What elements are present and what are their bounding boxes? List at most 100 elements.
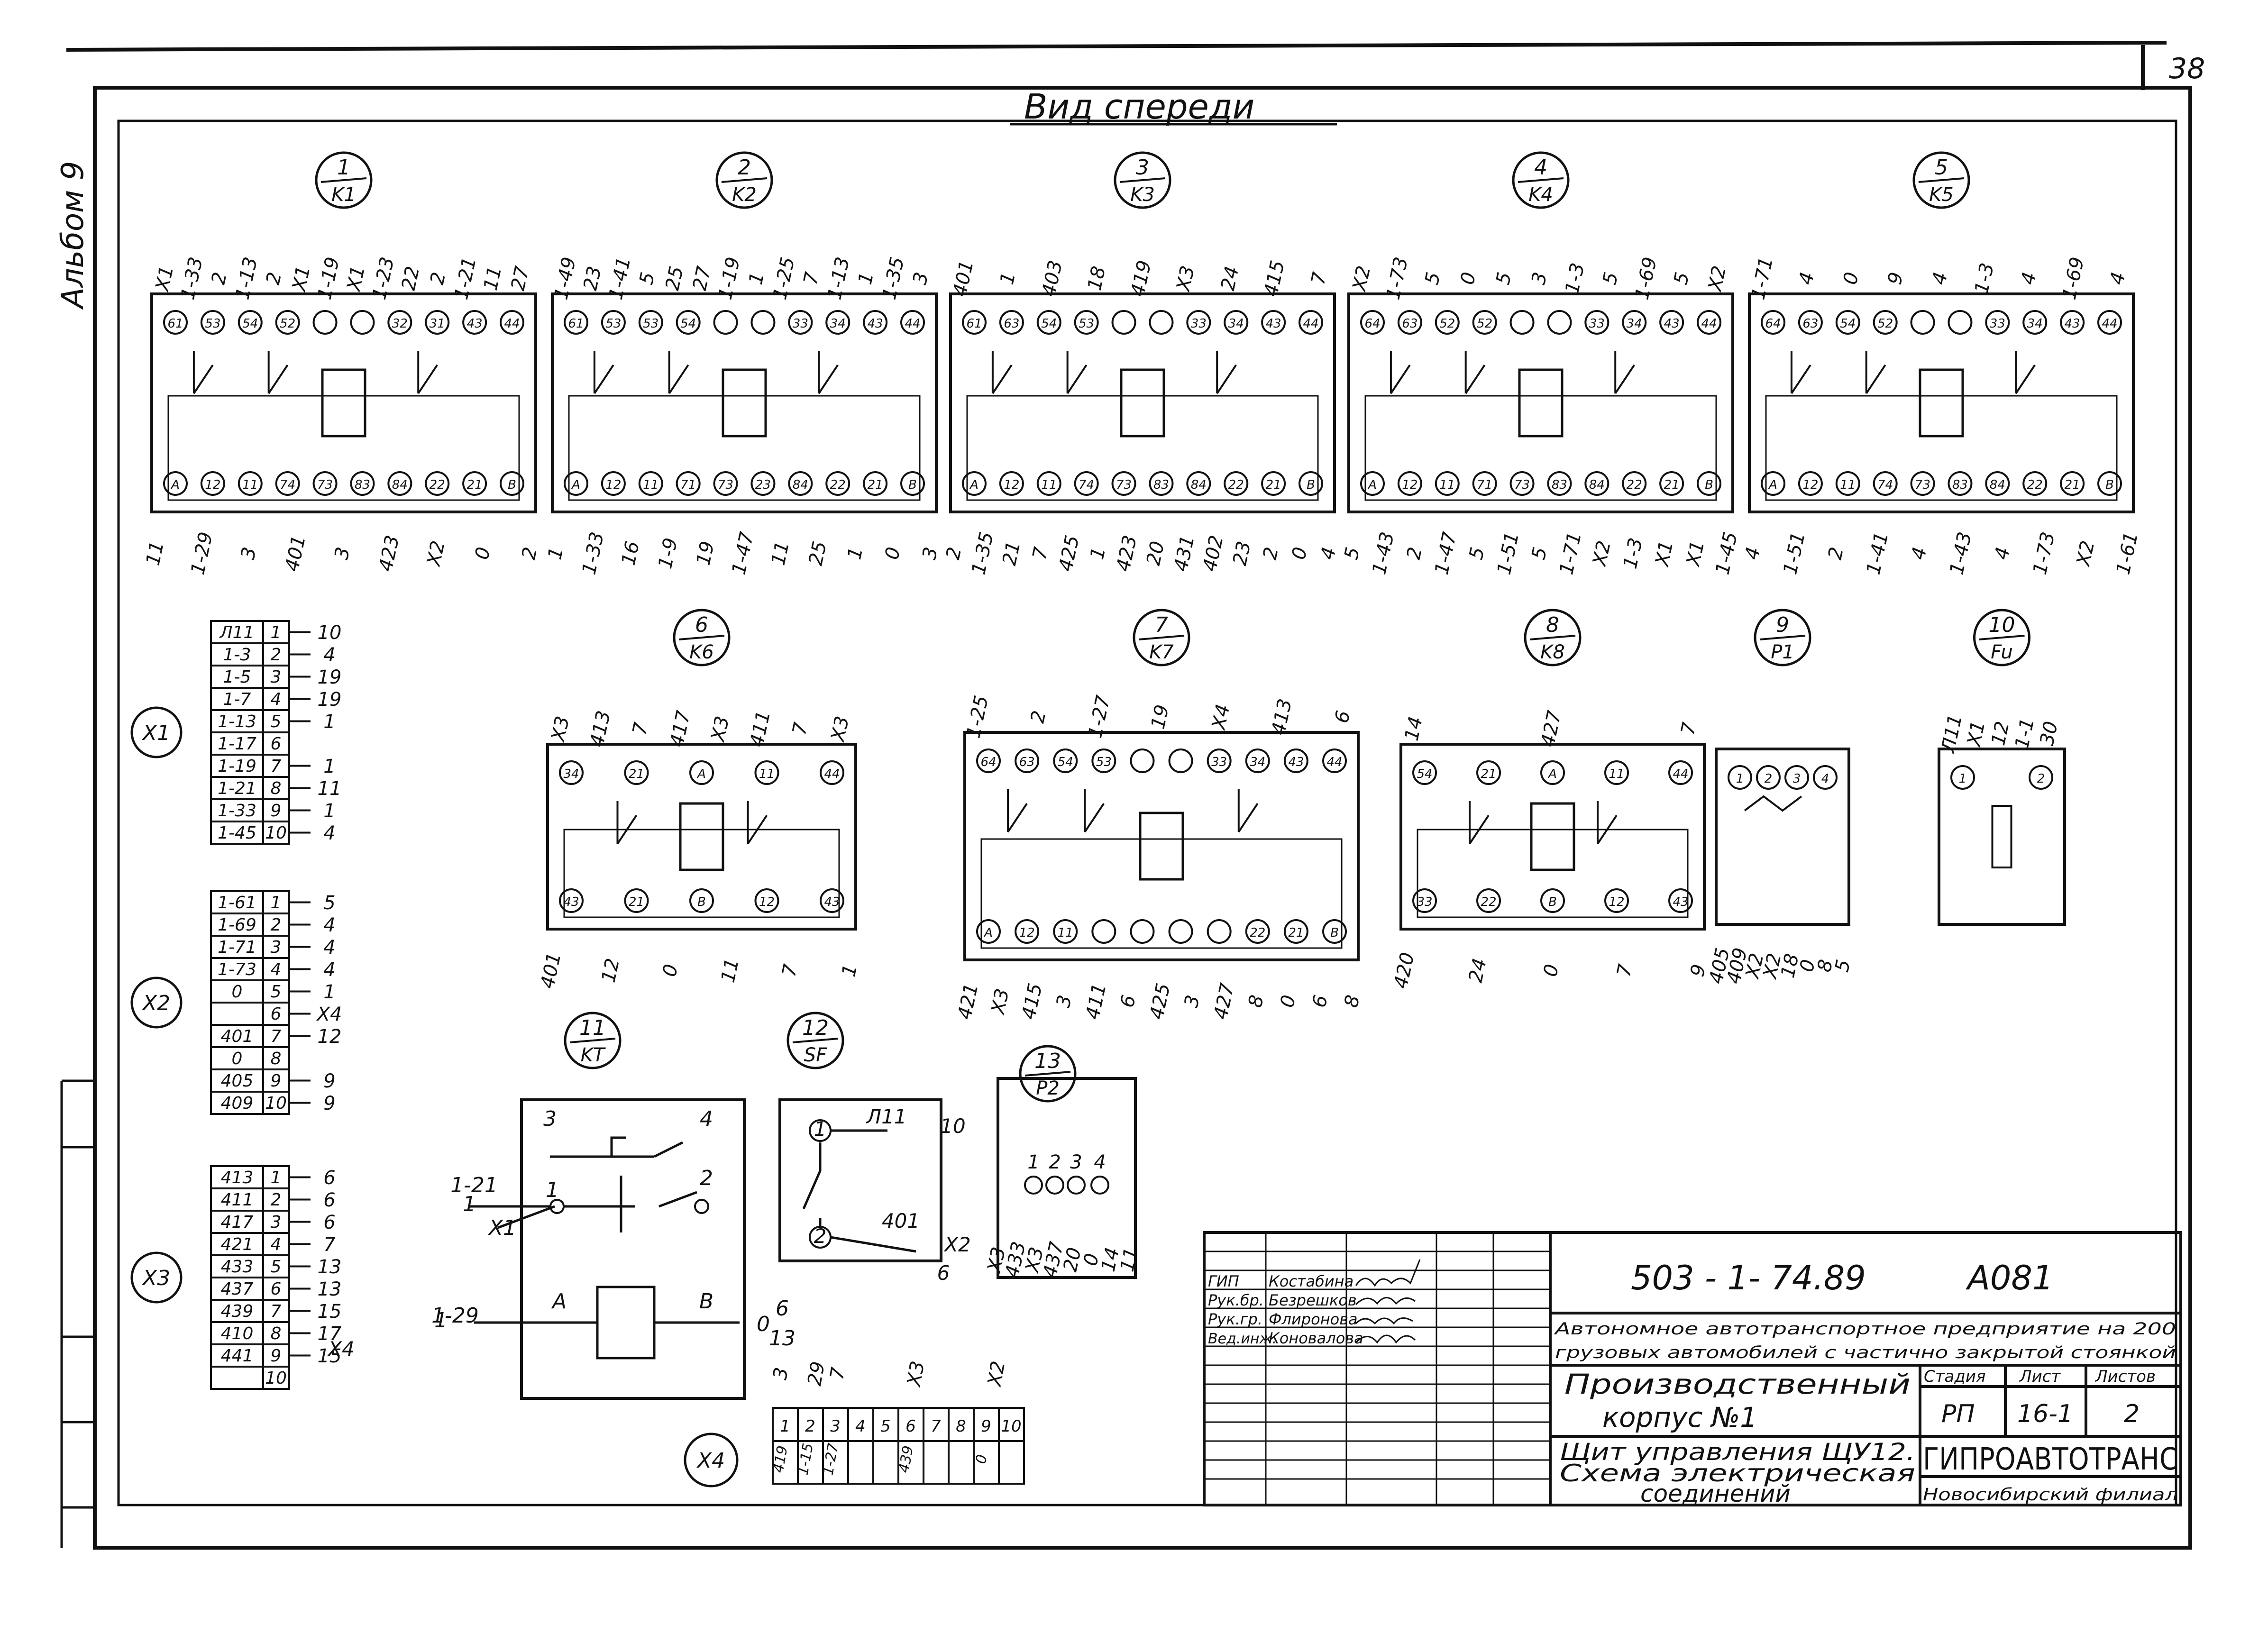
terminal-number: 8 (956, 1417, 966, 1436)
wire-label-bottom: 11 (1116, 1246, 1143, 1274)
pin-label: A (969, 478, 979, 492)
terminal-dest: 1 (323, 800, 335, 822)
pin-label: 44 (1673, 767, 1688, 781)
pin-label: 21 (629, 895, 644, 909)
pin-label: B (508, 478, 516, 492)
pin-label: A (1547, 767, 1557, 781)
wire-label-bottom: 0 (658, 962, 682, 978)
pin-label: 54 (242, 317, 258, 331)
pin-label: 43 (868, 317, 883, 331)
name-gip: Костабина (1269, 1272, 1353, 1290)
wire-label-top: 415 (1260, 258, 1289, 298)
pin-circle (1299, 471, 1323, 496)
switch-symbol (802, 1129, 916, 1253)
wire-label-bottom: 4 (1317, 545, 1340, 561)
wire-label-bottom: X2 (2072, 539, 2099, 569)
contact-symbol (1390, 351, 1411, 394)
pin-circle (1540, 888, 1565, 913)
pin-circle (564, 471, 588, 496)
wire-label-bottom: 1-29 (187, 530, 217, 576)
terminal-cell (998, 1440, 1025, 1485)
device-number: 4 (1534, 155, 1547, 180)
pin-label: 83 (1952, 478, 1968, 492)
pin-circle (2097, 310, 2122, 335)
wire-label: Л11 (865, 1105, 906, 1128)
sheet-value: 16-1 (2017, 1400, 2073, 1428)
wire-label-bottom: 11 (767, 539, 794, 567)
device-body (520, 1098, 746, 1400)
device-body (1715, 748, 1850, 926)
terminal-extra-label: X4 (327, 1337, 355, 1360)
wire-label: 13 (769, 1326, 796, 1351)
pin-circle (820, 888, 844, 913)
terminal-dest: 17 (318, 1323, 342, 1345)
device-body (150, 292, 537, 513)
wire-label-bottom: X1 (1682, 539, 1709, 569)
wire-label-top: X3 (827, 714, 853, 744)
wire-label-bottom: 1-33 (578, 530, 608, 576)
wire-label-bottom: 423 (1112, 533, 1141, 573)
branch: Новосибирский филиал (1923, 1485, 2178, 1505)
wire-label-bottom: 21 (998, 539, 1025, 567)
pin-label: 22 (2027, 478, 2043, 492)
pin-label: 44 (1326, 755, 1342, 769)
wire-label-bottom: 1-9 (654, 536, 682, 571)
wire-label-bottom: 1-51 (1779, 530, 1810, 576)
pin-label: 31 (430, 317, 445, 331)
pin-label: B (1548, 895, 1557, 909)
pin-circle (1245, 748, 1270, 773)
pin-label: 34 (2027, 317, 2043, 331)
device-label-circle (715, 151, 773, 209)
wire-label: 3 (543, 1107, 557, 1131)
sheets-label: Листов (2094, 1367, 2156, 1386)
pin-label: 43 (563, 895, 579, 909)
wire-label-bottom: 16 (617, 539, 644, 567)
pin-label: 34 (830, 317, 846, 331)
wire-label-top: X3 (1172, 264, 1199, 294)
terminal-number: 7 (931, 1417, 941, 1436)
pin-circle (1761, 310, 1785, 335)
pin-circle (462, 471, 487, 496)
pin-circle (163, 310, 188, 335)
pin-circle (825, 310, 850, 335)
pin-circle (976, 919, 1001, 944)
pin-circle (387, 471, 412, 496)
wire-label-top: 14 (1400, 715, 1427, 743)
pin-circle (624, 760, 649, 785)
pin-label: 2 (1049, 1151, 1061, 1173)
terminal-number: 3 (271, 667, 282, 687)
terminal-wire: 1-5 (223, 667, 251, 687)
wire-label-bottom: 425 (1146, 981, 1175, 1021)
role-gip: ГИП (1208, 1272, 1239, 1290)
pin-circle (1835, 471, 1860, 496)
pin-label: B (2105, 478, 2114, 492)
wire-label-bottom: 0 (1288, 545, 1311, 561)
device-label-divider (1529, 635, 1576, 640)
pin-label: 34 (563, 767, 579, 781)
wire-label-top: 4 (2017, 270, 2041, 286)
pin-label: 12 (1609, 895, 1624, 909)
pin-circle (1476, 760, 1501, 785)
wire-label-bottom: 420 (1390, 950, 1419, 990)
terminal-wire: 0 (232, 1049, 243, 1068)
terminal-wire: 1-3 (223, 645, 251, 665)
contact-symbol (2015, 351, 2036, 394)
device-code: P1 (1771, 641, 1794, 663)
device-label-divider (1759, 635, 1806, 640)
wire-label: 4 (700, 1107, 713, 1131)
wire-label: B (699, 1289, 713, 1314)
stage-value: РП (1941, 1400, 1975, 1428)
wire-label-bottom: X2 (422, 539, 449, 569)
signature-gip (1355, 1259, 1421, 1287)
pin-circle (601, 471, 626, 496)
pin-circle (900, 310, 925, 335)
wire-label-bottom: 1 (838, 962, 861, 978)
wire-label-bottom: X2 (1589, 539, 1615, 569)
wire-label: 1 (463, 1192, 476, 1216)
pin-circle (1207, 919, 1232, 944)
